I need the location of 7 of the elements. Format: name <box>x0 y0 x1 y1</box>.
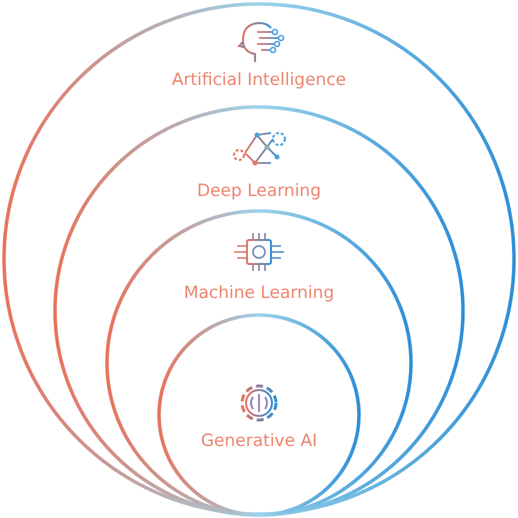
circle-label: Generative AI <box>200 431 318 451</box>
circle-label: Deep Learning <box>197 181 321 201</box>
circle <box>157 313 361 517</box>
circle-label: Artificial Intelligence <box>172 70 346 90</box>
circle <box>105 209 413 517</box>
circle-label: Machine Learning <box>184 283 334 303</box>
circle <box>53 105 465 517</box>
